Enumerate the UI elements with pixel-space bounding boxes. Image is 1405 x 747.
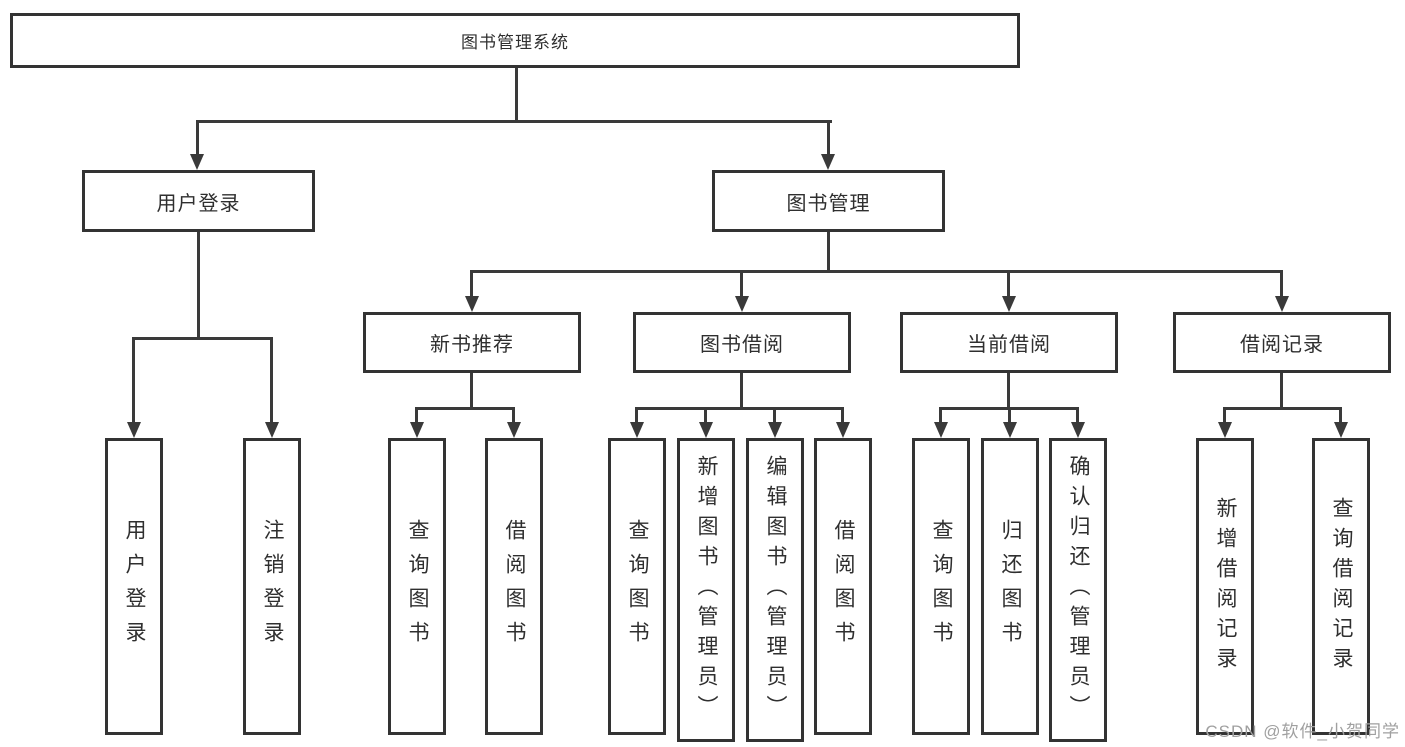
node-book-management: 图书管理: [712, 170, 945, 232]
node-user-login: 用户登录: [82, 170, 315, 232]
arrow-down-icon: [1003, 422, 1017, 438]
leaf-query-borrow-record: 查询借阅记录: [1312, 438, 1370, 735]
arrow-down-icon: [1334, 422, 1348, 438]
connector-line: [197, 232, 200, 339]
connector-line: [1007, 373, 1010, 409]
connector-line: [1008, 407, 1011, 424]
connector-line: [635, 407, 638, 424]
connector-line: [1223, 407, 1226, 424]
arrow-down-icon: [465, 296, 479, 312]
arrow-down-icon: [190, 154, 204, 170]
node-book-borrow: 图书借阅: [633, 312, 851, 373]
node-new-book-recommend: 新书推荐: [363, 312, 581, 373]
connector-line: [132, 337, 135, 424]
connector-line: [415, 407, 515, 410]
connector-line: [196, 120, 199, 156]
connector-line: [196, 120, 832, 123]
leaf-borrow-books: 借阅图书: [814, 438, 872, 735]
node-borrow-records: 借阅记录: [1173, 312, 1391, 373]
leaf-user-login: 用户登录: [105, 438, 163, 735]
arrow-down-icon: [265, 422, 279, 438]
arrow-down-icon: [127, 422, 141, 438]
connector-line: [1280, 373, 1283, 409]
connector-line: [132, 337, 273, 340]
arrow-down-icon: [934, 422, 948, 438]
connector-line: [740, 373, 743, 409]
arrow-down-icon: [1275, 296, 1289, 312]
leaf-query-books-current: 查询图书: [912, 438, 970, 735]
leaf-return-books: 归还图书: [981, 438, 1039, 735]
connector-line: [827, 232, 830, 272]
connector-line: [939, 407, 942, 424]
connector-line: [635, 407, 844, 410]
arrow-down-icon: [821, 154, 835, 170]
arrow-down-icon: [699, 422, 713, 438]
arrow-down-icon: [1071, 422, 1085, 438]
watermark: CSDN @软件_小贺同学: [1205, 722, 1400, 741]
leaf-borrow-books-recommend: 借阅图书: [485, 438, 543, 735]
connector-line: [841, 407, 844, 424]
leaf-query-books-borrow: 查询图书: [608, 438, 666, 735]
connector-line: [515, 68, 518, 122]
leaf-logout: 注销登录: [243, 438, 301, 735]
connector-line: [470, 270, 473, 298]
connector-line: [1339, 407, 1342, 424]
connector-line: [470, 373, 473, 409]
leaf-query-books-recommend: 查询图书: [388, 438, 446, 735]
connector-line: [740, 270, 743, 298]
leaf-confirm-return-admin: 确认归还（管理员）: [1049, 438, 1107, 742]
connector-line: [1007, 270, 1010, 298]
leaf-edit-books-admin: 编辑图书（管理员）: [746, 438, 804, 742]
arrow-down-icon: [630, 422, 644, 438]
node-root: 图书管理系统: [10, 13, 1020, 68]
connector-line: [512, 407, 515, 424]
connector-line: [827, 120, 830, 156]
connector-line: [415, 407, 418, 424]
arrow-down-icon: [1218, 422, 1232, 438]
connector-line: [1280, 270, 1283, 298]
arrow-down-icon: [768, 422, 782, 438]
arrow-down-icon: [507, 422, 521, 438]
arrow-down-icon: [735, 296, 749, 312]
arrow-down-icon: [410, 422, 424, 438]
leaf-add-books-admin: 新增图书（管理员）: [677, 438, 735, 742]
leaf-add-borrow-record: 新增借阅记录: [1196, 438, 1254, 735]
node-current-borrow: 当前借阅: [900, 312, 1118, 373]
connector-line: [470, 270, 1283, 273]
connector-line: [1223, 407, 1342, 410]
connector-line: [704, 407, 707, 424]
connector-line: [270, 337, 273, 424]
connector-line: [773, 407, 776, 424]
arrow-down-icon: [1002, 296, 1016, 312]
arrow-down-icon: [836, 422, 850, 438]
connector-line: [1076, 407, 1079, 424]
